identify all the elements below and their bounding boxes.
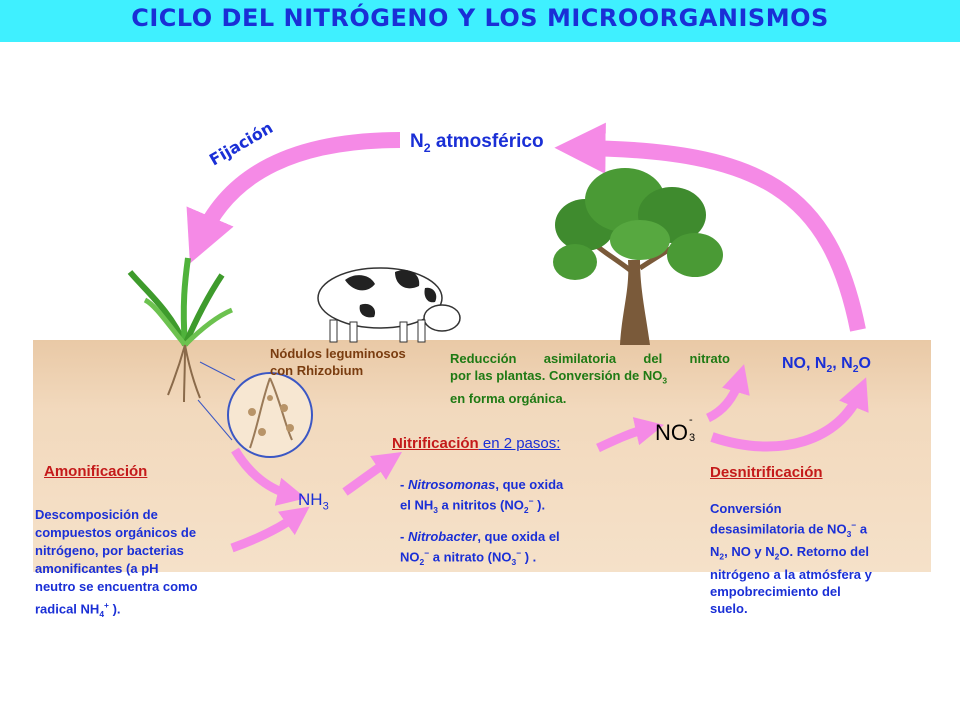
amon-line6-sub: 4 xyxy=(99,608,105,619)
gas-sub1: 2 xyxy=(826,364,833,376)
cow-illustration xyxy=(317,267,461,343)
reduccion-line2-sub: 3 xyxy=(662,375,668,386)
step1-c-sub: 3 xyxy=(433,504,438,515)
title-banner xyxy=(0,0,960,42)
step1-c: el NH xyxy=(400,497,434,513)
plant-illustration xyxy=(127,257,234,403)
step1-dash: - xyxy=(400,477,408,492)
desn-line2-sup: − xyxy=(851,520,857,530)
desn-line3b: , NO y N xyxy=(724,543,775,559)
no3-sub: 3 xyxy=(689,432,696,444)
reduccion-line1: Reducción asimilatoria del nitrato xyxy=(450,351,730,366)
nh3-sub: 3 xyxy=(322,500,329,513)
desn-line2: desasimilatoria de NO3− a xyxy=(710,517,925,543)
desn-line3c: O. Retorno del xyxy=(779,543,869,559)
no3-to-gases-arrow xyxy=(710,377,869,452)
step2-b: , que oxida el xyxy=(477,528,560,544)
n2-sub: 2 xyxy=(423,140,431,155)
amon-line6a: radical NH xyxy=(35,601,100,617)
desn-line5: empobrecimiento del xyxy=(710,583,841,599)
step2-d-sup: − xyxy=(516,547,522,558)
fijacion-arrow xyxy=(186,132,401,264)
amon-line6b: ). xyxy=(108,601,121,617)
amonificacion-to-nh3-arrow xyxy=(230,506,310,553)
step2-dash: - xyxy=(400,528,408,544)
step1-d-sup: − xyxy=(528,496,534,506)
nitrificacion-to-no3-arrow xyxy=(596,417,665,453)
step2-c: NO xyxy=(400,549,420,565)
step1-line1: - Nitrosomonas, que oxida xyxy=(400,476,610,493)
desn-line2a: desasimilatoria de NO xyxy=(710,521,847,537)
amon-line6: radical NH4+ ). xyxy=(35,596,245,623)
reduccion-line3: en forma orgánica. xyxy=(450,390,567,406)
root-nodule-illustration xyxy=(197,361,313,458)
step1-e: ). xyxy=(533,497,546,513)
step1-d-sub: 2 xyxy=(523,504,529,515)
page-title: CICLO DEL NITRÓGENO Y LOS MICROORGANISMO… xyxy=(131,4,829,32)
nh3-main: NH xyxy=(298,490,323,509)
step2-line2: NO2− a nitrato (NO3− ) . xyxy=(400,545,610,571)
step2-e: ) . xyxy=(521,549,537,565)
nh3-to-nitrificacion-arrow xyxy=(342,452,402,496)
gas-a: NO, N xyxy=(782,355,827,372)
gas-sub2: 2 xyxy=(852,364,859,376)
gas-b: , N xyxy=(832,355,853,372)
step1-line2: el NH3 a nitritos (NO2− ). xyxy=(400,493,610,519)
nh3-label: NH3 xyxy=(298,490,329,512)
desn-line2b: a xyxy=(856,521,868,537)
nitrosomonas: Nitrosomonas xyxy=(407,477,496,492)
desn-line4: nitrógeno a la atmósfera y xyxy=(710,566,872,582)
nitrobacter: Nitrobacter xyxy=(407,528,478,544)
step2-d: a nitrato (NO xyxy=(429,549,512,565)
nitrificacion-title: Nitrificación en 2 pasos: xyxy=(392,435,560,452)
desn-line6: suelo. xyxy=(710,600,748,616)
no3-sup: - xyxy=(689,414,693,426)
desnitrificacion-title: Desnitrificación xyxy=(710,464,823,481)
amon-line4: amonificantes (a pH xyxy=(35,561,159,576)
no3-to-plants-arrow xyxy=(705,364,750,423)
step2-c-sub: 2 xyxy=(419,556,425,567)
n2-atmosferico-label: N2 atmosférico xyxy=(410,131,544,155)
desnitrificacion-text: Conversión desasimilatoria de NO3− a N2,… xyxy=(710,500,925,617)
amonificacion-text: Descomposición de compuestos orgánicos d… xyxy=(35,506,245,623)
nodule-to-nh3-arrow xyxy=(231,447,307,506)
nodulos-line1: Nódulos leguminosos xyxy=(270,346,406,361)
no3-label: NO- 3 xyxy=(655,414,698,446)
reduccion-line2: por las plantas. Conversión de NO3 xyxy=(450,367,730,390)
desn-line2-sub: 3 xyxy=(846,528,852,539)
desn-line3-sub2: 2 xyxy=(774,551,780,562)
amon-line1: Descomposición de xyxy=(35,507,158,522)
gas-c: O xyxy=(858,355,871,372)
desn-line3-sub: 2 xyxy=(719,551,725,562)
no3-main: NO xyxy=(655,420,688,445)
reduccion-label: Reducción asimilatoria del nitrato por l… xyxy=(450,350,730,407)
desn-line1: Conversión xyxy=(710,501,782,516)
gas-products-label: NO, N2, N2O xyxy=(782,355,871,375)
desn-line3: N2, NO y N2O. Retorno del xyxy=(710,543,925,566)
amonificacion-title: Amonificación xyxy=(44,463,148,480)
amon-line6-sup: + xyxy=(104,600,109,610)
step2-c-sup: − xyxy=(424,547,430,558)
return-arrow xyxy=(554,122,866,332)
step1-d: a nitritos (NO xyxy=(437,497,524,513)
nodulos-label: Nódulos leguminosos con Rhizobium xyxy=(270,345,406,379)
step2-line1: - Nitrobacter, que oxida el xyxy=(400,528,610,545)
nitrificacion-title-rest: en 2 pasos: xyxy=(478,435,561,452)
reduccion-line2a: por las plantas. Conversión de NO xyxy=(450,368,663,383)
tree-illustration xyxy=(553,168,723,345)
amon-line3: nitrógeno, por bacterias xyxy=(35,543,184,558)
nitrificacion-title-main: Nitrificación xyxy=(392,435,479,452)
nitrificacion-steps: - Nitrosomonas, que oxida el NH3 a nitri… xyxy=(400,476,610,571)
step1-b: , que oxida xyxy=(495,477,564,492)
soil-ground xyxy=(33,340,931,572)
n2-main: N xyxy=(410,131,424,152)
amon-line5: neutro se encuentra como xyxy=(35,579,198,594)
amon-line2: compuestos orgánicos de xyxy=(35,525,197,540)
desn-line3a: N xyxy=(710,543,720,559)
nodulos-line2: con Rhizobium xyxy=(270,363,364,378)
n2-rest: atmosférico xyxy=(430,131,544,152)
step2-d-sub: 3 xyxy=(511,556,517,567)
